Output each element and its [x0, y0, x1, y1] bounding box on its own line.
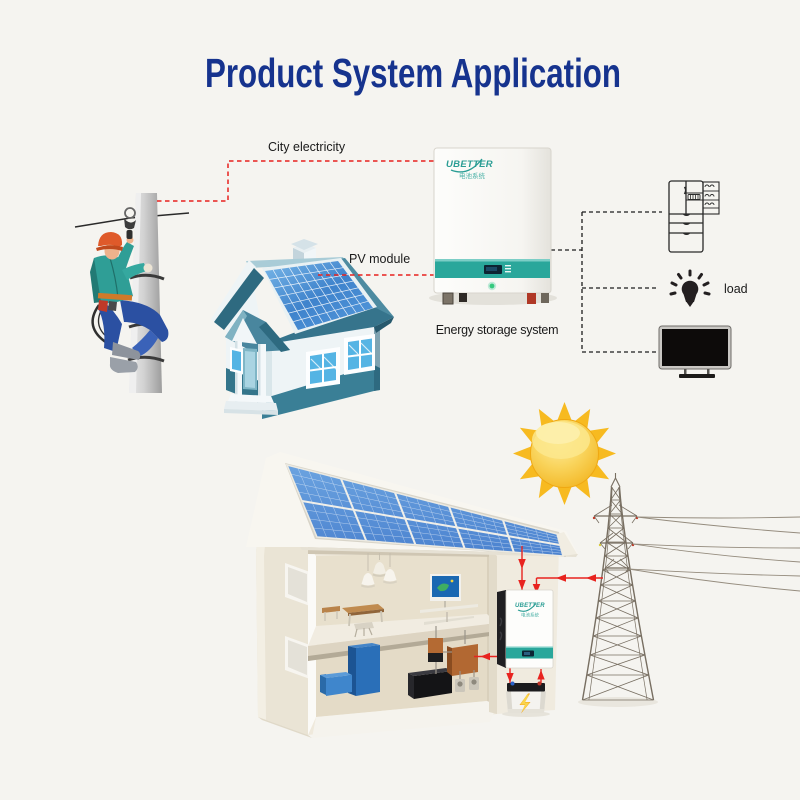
svg-text:City electricity: City electricity — [268, 140, 346, 154]
svg-text:电池系统: 电池系统 — [521, 612, 539, 619]
svg-text:PV module: PV module — [349, 252, 410, 266]
svg-text:电池系统: 电池系统 — [459, 171, 486, 180]
svg-text:load: load — [724, 282, 748, 296]
svg-text:Product System Application: Product System Application — [205, 50, 621, 96]
svg-text:Energy storage system: Energy storage system — [436, 323, 559, 337]
svg-text:UBETTER: UBETTER — [446, 159, 493, 170]
svg-text:UBETTER: UBETTER — [515, 603, 545, 609]
